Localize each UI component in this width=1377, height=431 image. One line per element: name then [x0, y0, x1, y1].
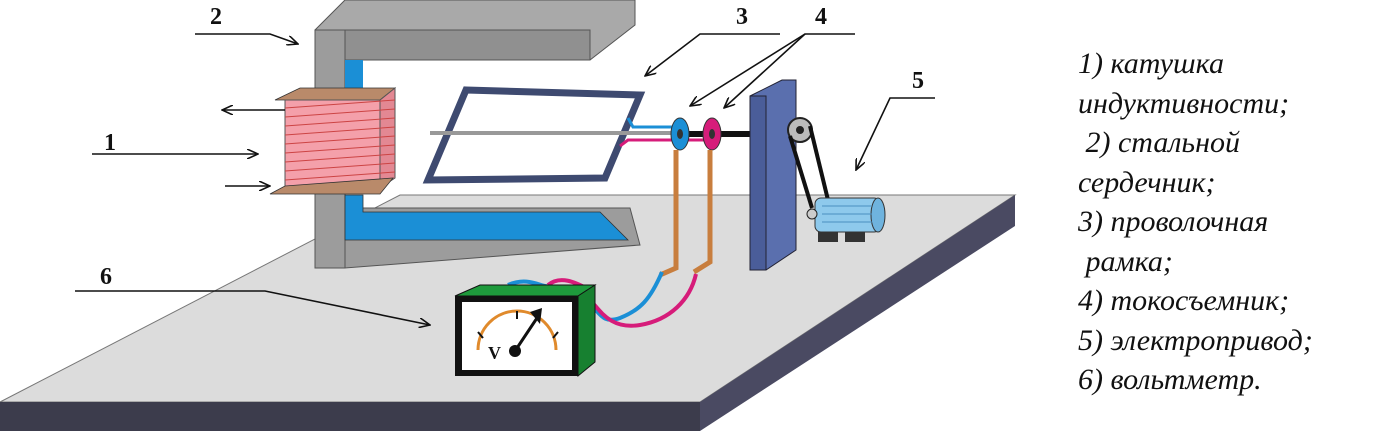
legend-line: 2) стальной [1078, 126, 1240, 159]
callouts: 1 2 3 4 5 6 [75, 4, 935, 325]
label-2: 2 [210, 4, 222, 30]
voltmeter-symbol: V [488, 343, 501, 363]
legend-line: 3) проволочная [1078, 205, 1269, 238]
legend: 1) катушка индуктивности; 2) стальной се… [1078, 44, 1313, 400]
label-1: 1 [104, 130, 116, 156]
label-3: 3 [736, 4, 748, 30]
label-4: 4 [815, 4, 827, 30]
legend-line: 5) электропривод; [1078, 323, 1313, 357]
support-board [749, 79, 797, 271]
label-6: 6 [100, 264, 112, 290]
legend-line: 6) вольтметр. [1078, 363, 1262, 396]
legend-line: рамка; [1078, 244, 1173, 278]
inductor-coil [222, 86, 397, 195]
voltmeter: V [454, 284, 597, 378]
legend-line: индуктивности; [1078, 86, 1290, 120]
slip-rings [658, 117, 722, 278]
legend-line: сердечник; [1078, 165, 1216, 199]
electric-motor [787, 117, 886, 242]
legend-line: 4) токосъемник; [1078, 284, 1290, 317]
label-5: 5 [912, 68, 924, 94]
legend-line: 1) катушка [1078, 47, 1224, 80]
